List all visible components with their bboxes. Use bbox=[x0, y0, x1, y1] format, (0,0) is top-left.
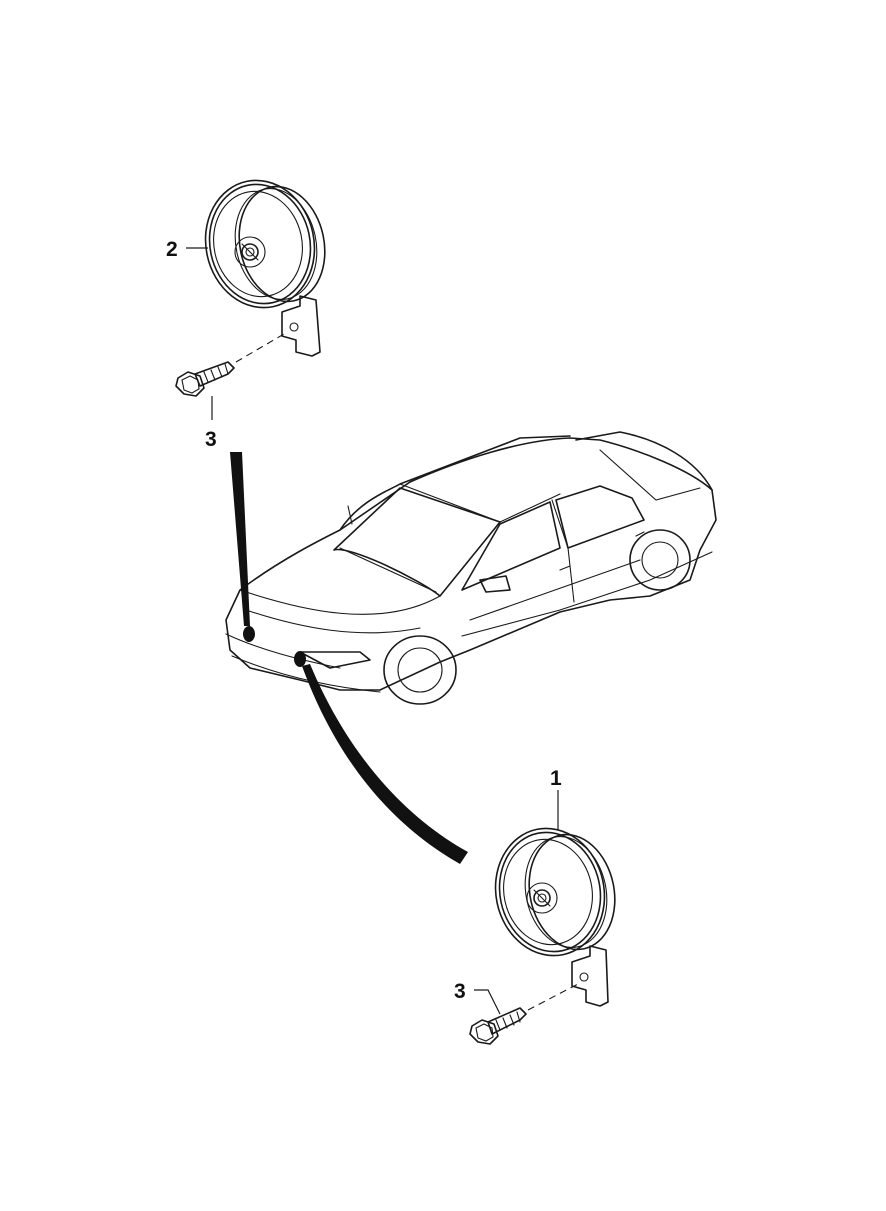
bolt-upper-drawing bbox=[175, 361, 235, 397]
bolt-upper-axis bbox=[235, 333, 285, 363]
upper-horn-location-pointer bbox=[230, 452, 250, 626]
callout-3-lower: 3 bbox=[454, 980, 466, 1003]
bolt-lower-axis bbox=[527, 983, 579, 1011]
callout-3-upper: 3 bbox=[205, 428, 217, 451]
bolt-lower-drawing bbox=[469, 1007, 527, 1045]
car-drawing bbox=[225, 431, 717, 705]
lower-horn-location-pointer bbox=[302, 664, 468, 864]
callout-3-lower-leader bbox=[474, 989, 501, 1015]
callout-2: 2 bbox=[166, 238, 178, 261]
callout-1: 1 bbox=[550, 767, 562, 790]
horn-lower-drawing bbox=[494, 827, 616, 1007]
horn-upper-drawing bbox=[204, 179, 326, 357]
